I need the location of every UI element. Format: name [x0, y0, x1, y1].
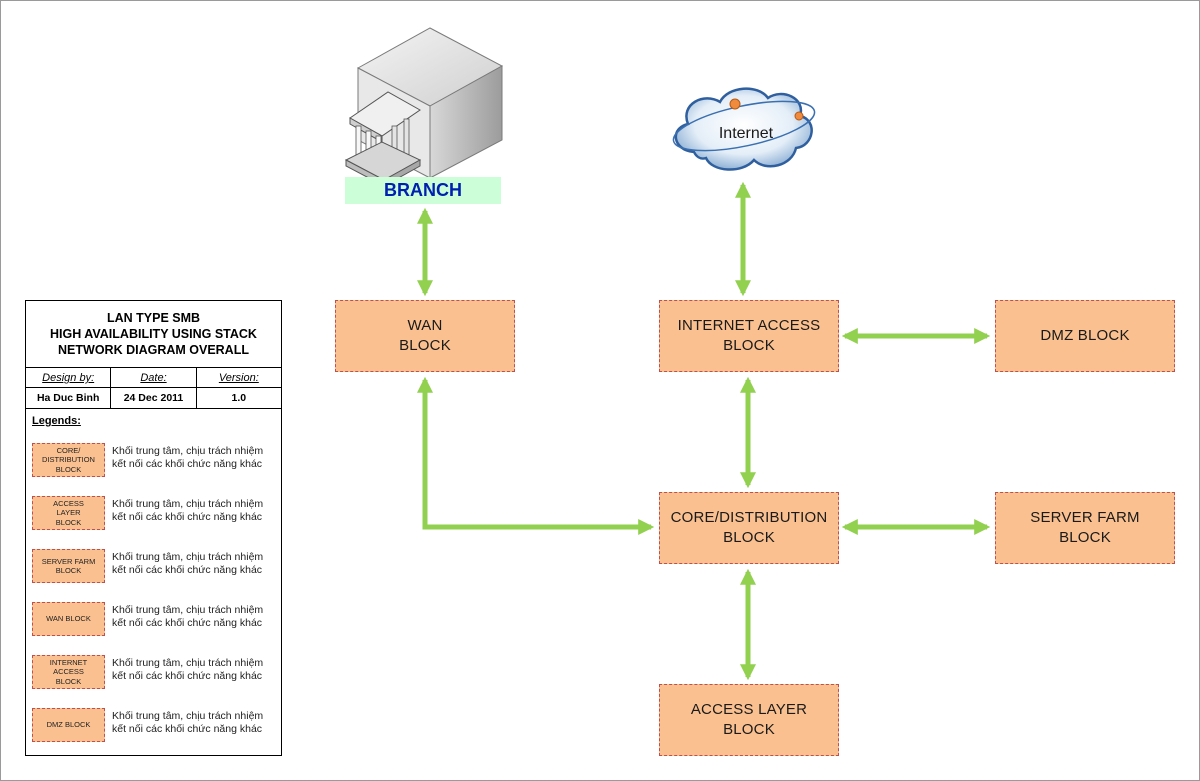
- legend-desc-line: Khối trung tâm, chịu trách nhiệm: [112, 604, 264, 616]
- wan-block[interactable]: WAN BLOCK: [335, 300, 515, 372]
- legend-description: Khối trung tâm, chịu trách nhiệm kết nối…: [112, 604, 280, 630]
- internet-access-block-line2: BLOCK: [723, 337, 775, 354]
- internet-label: Internet: [719, 125, 774, 142]
- legend-swatch-text: LAYER: [56, 508, 81, 518]
- info-title-line3: NETWORK DIAGRAM OVERALL: [58, 343, 249, 357]
- server-farm-block-line1: SERVER FARM: [1030, 509, 1140, 526]
- core-block-line2: BLOCK: [723, 529, 775, 546]
- legend-description: Khối trung tâm, chịu trách nhiệm kết nối…: [112, 445, 280, 471]
- internet-access-block-line1: INTERNET ACCESS: [677, 317, 821, 334]
- legend-swatch-text: CORE/: [56, 445, 81, 455]
- legend-desc-line: Khối trung tâm, chịu trách nhiệm: [112, 445, 264, 457]
- legend-swatch-wan: WAN BLOCK: [32, 602, 105, 636]
- wan-block-line1: WAN: [407, 317, 443, 334]
- legend-description: Khối trung tâm, chịu trách nhiệm kết nối…: [112, 551, 280, 577]
- wan-block-line2: BLOCK: [399, 337, 451, 354]
- version-label: Version:: [196, 368, 281, 388]
- core-distribution-block[interactable]: CORE/DISTRIBUTION BLOCK: [659, 492, 839, 564]
- branch-building-icon: [344, 27, 504, 187]
- info-meta: Design by: Ha Duc Binh Date: 24 Dec 2011…: [26, 368, 281, 409]
- core-block-line1: CORE/DISTRIBUTION: [670, 509, 828, 526]
- date-label: Date:: [111, 368, 196, 388]
- branch-label: BRANCH: [345, 177, 501, 204]
- legend-description: Khối trung tâm, chịu trách nhiệm kết nối…: [112, 498, 280, 524]
- internet-access-block[interactable]: INTERNET ACCESS BLOCK: [659, 300, 839, 372]
- access-layer-block[interactable]: ACCESS LAYER BLOCK: [659, 684, 839, 756]
- info-title-line1: LAN TYPE SMB: [106, 311, 201, 325]
- legend-swatch-text: ACCESS: [53, 667, 84, 677]
- date-cell: Date: 24 Dec 2011: [110, 368, 196, 408]
- legend-swatch-text: DMZ BLOCK: [46, 720, 91, 730]
- legend-item: DMZ BLOCK Khối trung tâm, chịu trách nhi…: [30, 706, 278, 746]
- legend-swatch-text: BLOCK: [55, 566, 82, 575]
- access-layer-block-line1: ACCESS LAYER: [690, 701, 808, 718]
- legend-swatch-dmz: DMZ BLOCK: [32, 708, 105, 742]
- info-panel: LAN TYPE SMB HIGH AVAILABILITY USING STA…: [25, 300, 282, 756]
- legend-swatch-text: ACCESS: [53, 498, 84, 508]
- internet-cloud-icon: Internet: [672, 87, 816, 171]
- server-farm-block[interactable]: SERVER FARM BLOCK: [995, 492, 1175, 564]
- server-farm-block-line2: BLOCK: [1059, 529, 1111, 546]
- info-title: LAN TYPE SMB HIGH AVAILABILITY USING STA…: [26, 301, 281, 368]
- legend-swatch-text: BLOCK: [55, 464, 82, 474]
- design-by-label: Design by:: [26, 368, 111, 388]
- access-layer-block-line2: BLOCK: [723, 721, 775, 738]
- legend-swatch-text: DISTRIBUTION: [42, 455, 95, 465]
- legend-desc-line: Khối trung tâm, chịu trách nhiệm: [112, 710, 264, 722]
- version-cell: Version: 1.0: [195, 368, 281, 408]
- legend-desc-line: Khối trung tâm, chịu trách nhiệm: [112, 551, 264, 563]
- version-value: 1.0: [231, 392, 247, 404]
- design-by-cell: Design by: Ha Duc Binh: [26, 368, 111, 408]
- legend-description: Khối trung tâm, chịu trách nhiệm kết nối…: [112, 657, 280, 683]
- connector-wan-core: [416, 376, 655, 536]
- legend-desc-line: kết nối các khối chức năng khác: [112, 564, 263, 576]
- legend-desc-line: kết nối các khối chức năng khác: [112, 511, 263, 523]
- legend-desc-line: kết nối các khối chức năng khác: [112, 458, 263, 470]
- legend-swatch-text: INTERNET: [49, 657, 88, 667]
- legends-heading: Legends:: [32, 415, 81, 427]
- legend-desc-line: kết nối các khối chức năng khác: [112, 670, 263, 682]
- legend-desc-line: Khối trung tâm, chịu trách nhiệm: [112, 657, 264, 669]
- legend-swatch-text: SERVER FARM: [41, 556, 96, 566]
- date-value: 24 Dec 2011: [123, 392, 184, 404]
- legend-swatch-text: BLOCK: [55, 517, 82, 527]
- dmz-block[interactable]: DMZ BLOCK: [995, 300, 1175, 372]
- dmz-block-line1: DMZ BLOCK: [1040, 327, 1130, 344]
- legend-swatch-text: BLOCK: [55, 676, 82, 686]
- legend-item: WAN BLOCK Khối trung tâm, chịu trách nhi…: [30, 600, 278, 640]
- legend-desc-line: kết nối các khối chức năng khác: [112, 617, 263, 629]
- legend-swatch-text: WAN BLOCK: [46, 614, 91, 624]
- legend-desc-line: Khối trung tâm, chịu trách nhiệm: [112, 498, 264, 510]
- legend-desc-line: kết nối các khối chức năng khác: [112, 723, 263, 735]
- design-by-value: Ha Duc Binh: [36, 392, 100, 404]
- legend-description: Khối trung tâm, chịu trách nhiệm kết nối…: [112, 710, 280, 736]
- info-title-line2: HIGH AVAILABILITY USING STACK: [50, 327, 257, 341]
